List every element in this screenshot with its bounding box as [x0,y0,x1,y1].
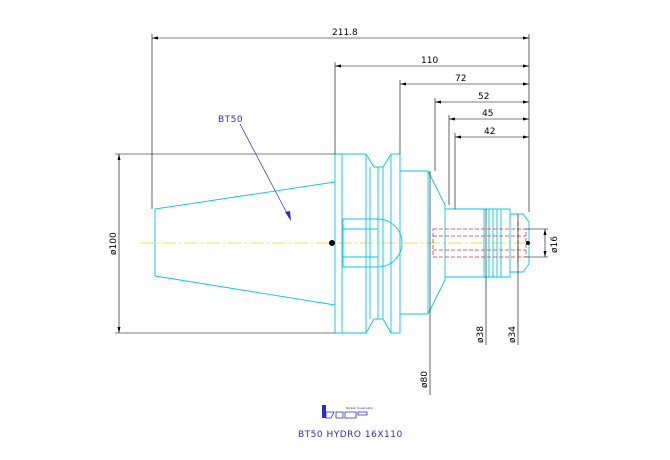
dim-diameter-34: ø34 [508,326,518,343]
part-leader-arrow [285,211,291,221]
part-leader-line [239,123,290,218]
dim-diameter-100: ø100 [109,232,119,255]
drawing-title: BT50 HYDRO 16X110 [298,430,403,440]
company-logo: Nikken Kosakusho [322,405,373,419]
dim-length-42: 42 [484,127,495,137]
tool-outline [154,153,530,334]
dim-overall-length: 211.8 [332,28,358,38]
dim-diameter-80: ø80 [420,371,430,388]
part-label: BT50 [218,115,243,125]
center-marker-right [526,241,530,245]
dim-diameter-16: ø16 [550,236,560,253]
dimension-arrows [117,36,547,333]
dim-length-110: 110 [421,56,438,66]
dimension-lines [115,34,548,395]
dim-length-45: 45 [482,109,493,119]
dim-length-72: 72 [455,74,466,84]
dim-length-52: 52 [478,92,489,102]
center-marker-left [329,240,335,246]
logo-caption: Nikken Kosakusho [346,406,373,410]
dim-diameter-38: ø38 [476,326,486,343]
